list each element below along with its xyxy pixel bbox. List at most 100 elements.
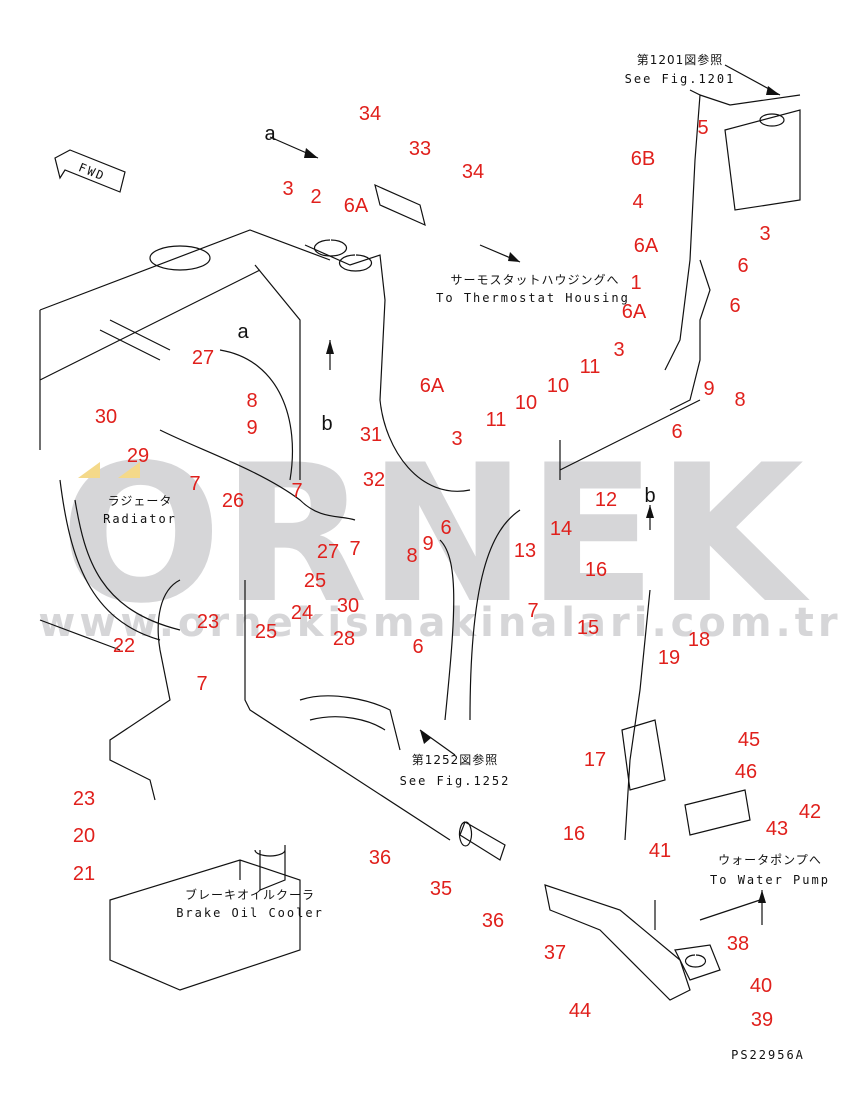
callout: 12 xyxy=(595,489,617,511)
callout: 46 xyxy=(735,761,757,783)
callout: 33 xyxy=(409,138,431,160)
callout: 20 xyxy=(73,825,95,847)
watermark-logo: ORNEK xyxy=(60,424,810,645)
ref-waterpump-en: To Water Pump xyxy=(710,873,830,887)
ref-fig1252-jp: 第1252図参照 xyxy=(412,752,499,767)
callout: 35 xyxy=(430,878,452,900)
callout: 6A xyxy=(420,375,445,397)
ref-waterpump-jp: ウォータポンプへ xyxy=(718,853,822,867)
callout: 6 xyxy=(671,421,682,443)
callout: 3 xyxy=(613,339,624,361)
callout: 11 xyxy=(486,409,507,431)
line-drawing xyxy=(39,64,801,1001)
ref-oilcooler-jp: ブレーキオイルクーラ xyxy=(185,887,315,902)
callout: 30 xyxy=(95,406,117,428)
callout: 44 xyxy=(569,1000,591,1022)
callout: 13 xyxy=(514,540,536,562)
callout: 8 xyxy=(734,389,745,411)
callout: 14 xyxy=(550,518,572,540)
ref-thermostat-jp: サーモスタットハウジングへ xyxy=(450,273,619,287)
callout: b xyxy=(644,485,655,507)
callout: 6 xyxy=(729,295,740,317)
callout: 9 xyxy=(422,533,433,555)
callout: 25 xyxy=(304,570,326,592)
callout: 18 xyxy=(688,629,710,651)
callout: 7 xyxy=(527,600,538,622)
callout: 9 xyxy=(703,378,714,400)
callout: 7 xyxy=(349,538,360,560)
callout: 31 xyxy=(360,424,382,446)
callout: a xyxy=(237,321,249,343)
drawing-number: PS22956A xyxy=(731,1048,805,1062)
reference-labels: 第1201図参照 See Fig.1201 サーモスタットハウジングへ To T… xyxy=(77,52,830,1062)
ref-radiator-jp: ラジェータ xyxy=(108,494,173,508)
callout: 16 xyxy=(585,559,607,581)
callout: 10 xyxy=(547,375,569,397)
callout: 37 xyxy=(544,942,566,964)
callout: 42 xyxy=(799,801,821,823)
callout: b xyxy=(321,413,332,435)
callout: 34 xyxy=(359,103,381,125)
callout: 34 xyxy=(462,161,484,183)
callout: 41 xyxy=(649,840,671,862)
ref-fig1201-en: See Fig.1201 xyxy=(625,72,736,86)
callout: 19 xyxy=(658,647,680,669)
callout: 8 xyxy=(246,390,257,412)
callout: 6A xyxy=(634,235,659,257)
callout: 43 xyxy=(766,818,788,840)
callout: 2 xyxy=(310,186,321,208)
watermark-mark xyxy=(78,462,100,478)
fwd-arrow-icon xyxy=(54,149,126,193)
callout: 8 xyxy=(406,545,417,567)
callout: 24 xyxy=(291,602,313,624)
watermark: ORNEK www.ornekismakinalari.com.tr xyxy=(38,424,841,646)
callout: 22 xyxy=(113,635,135,657)
callout: 6 xyxy=(440,517,451,539)
callout: 10 xyxy=(515,392,537,414)
callout: 6B xyxy=(631,148,655,170)
callouts: 34 a 33 34 3 2 6A 5 6B 4 3 6A 6 1 6A 6 2… xyxy=(73,103,821,1031)
callout: 30 xyxy=(337,595,359,617)
callout: 16 xyxy=(563,823,585,845)
callout: 26 xyxy=(222,490,244,512)
callout: 38 xyxy=(727,933,749,955)
callout: 39 xyxy=(751,1009,773,1031)
ref-fig1252-en: See Fig.1252 xyxy=(400,774,511,788)
callout: 32 xyxy=(363,469,385,491)
callout: 7 xyxy=(196,673,207,695)
callout: 6A xyxy=(344,195,369,217)
callout: 7 xyxy=(189,473,200,495)
callout: 27 xyxy=(192,347,214,369)
ref-radiator-en: Radiator xyxy=(103,512,177,526)
callout: 29 xyxy=(127,445,149,467)
ref-thermostat-en: To Thermostat Housing xyxy=(436,291,630,305)
ref-oilcooler-en: Brake Oil Cooler xyxy=(176,906,324,920)
watermark-mark xyxy=(118,462,140,478)
callout: 28 xyxy=(333,628,355,650)
callout: 21 xyxy=(73,863,95,885)
callout: 1 xyxy=(630,272,641,294)
callout: 40 xyxy=(750,975,772,997)
callout: 15 xyxy=(577,617,599,639)
callout: 3 xyxy=(282,178,293,200)
callout: 7 xyxy=(291,480,302,502)
callout: 6A xyxy=(622,301,647,323)
callout: 9 xyxy=(246,417,257,439)
callout: 6 xyxy=(412,636,423,658)
callout: 23 xyxy=(197,611,219,633)
callout: a xyxy=(264,123,276,145)
callout: 6 xyxy=(737,255,748,277)
watermark-url: www.ornekismakinalari.com.tr xyxy=(38,600,841,646)
callout: 25 xyxy=(255,621,277,643)
callout: 45 xyxy=(738,729,760,751)
callout: 23 xyxy=(73,788,95,810)
callout: 27 xyxy=(317,541,339,563)
callout: 3 xyxy=(759,223,770,245)
callout: 11 xyxy=(580,356,601,378)
callout: 36 xyxy=(482,910,504,932)
callout: 5 xyxy=(697,117,708,139)
callout: 17 xyxy=(584,749,606,771)
ref-fig1201-jp: 第1201図参照 xyxy=(637,52,724,67)
callout: 36 xyxy=(369,847,391,869)
